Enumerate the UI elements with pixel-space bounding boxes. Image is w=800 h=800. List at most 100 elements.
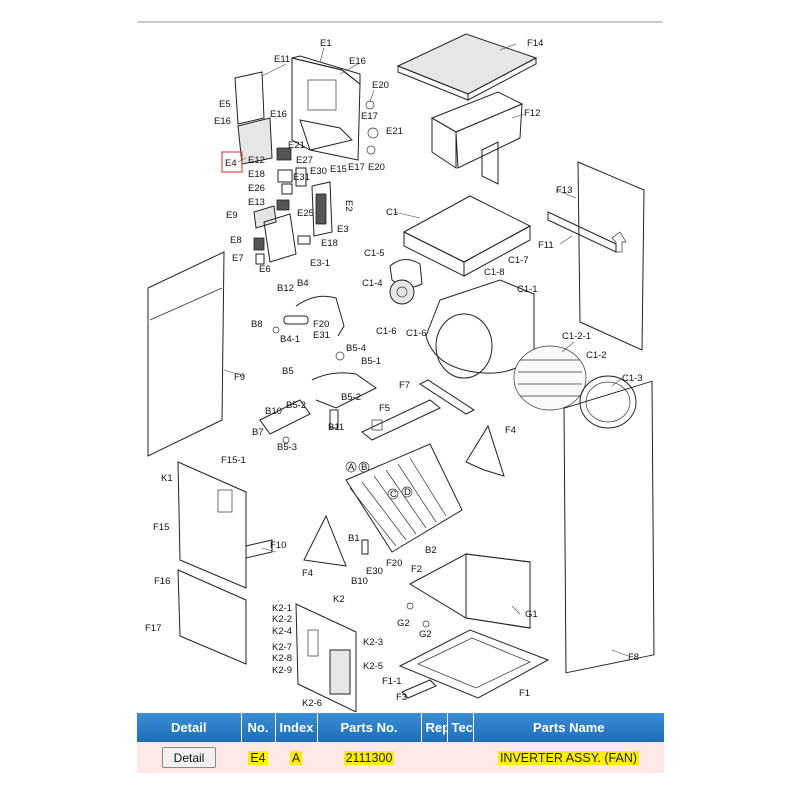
detail-button[interactable]: Detail [162,747,216,768]
label-C1-1: C1-1 [517,284,538,295]
label-F20: F20 [313,319,329,330]
label-E21: E21 [386,126,403,137]
table-row: Detail E4 A 2111300 INVERTER ASSY. (FAN) [137,742,664,773]
label-C1-2-1: C1-2-1 [562,331,591,342]
label-F1: F1 [519,688,530,699]
label-F15-1: F15-1 [221,455,246,466]
cell-parts-name: INVERTER ASSY. (FAN) [473,742,664,773]
cell-index: A [275,742,317,773]
cell-tec [447,742,473,773]
label-E25: E25 [297,208,314,219]
label-E15: E15 [330,164,347,175]
label-F16: F16 [154,576,170,587]
label-C1-8: C1-8 [484,267,505,278]
label-F8: F8 [628,652,639,663]
label-B12: B12 [277,283,294,294]
header-index[interactable]: Index [275,713,318,742]
label-F12: F12 [524,108,540,119]
cell-detail: Detail [137,742,241,773]
header-rep[interactable]: Rep [421,713,448,742]
label-K2-7: K2-7 [272,642,292,653]
label-E2: E2 [343,200,354,212]
label-E9: E9 [226,210,238,221]
header-parts-no[interactable]: Parts No. [317,713,422,742]
label-K1: K1 [161,473,173,484]
label-B5-2b: B5-2 [286,400,306,411]
label-E16c: E16 [214,116,231,127]
label-K2-3: K2-3 [363,637,383,648]
label-E18: E18 [248,169,265,180]
label-E30: E30 [310,166,327,177]
label-K2: K2 [333,594,345,605]
control-panel-k2 [295,603,357,712]
label-E6: E6 [259,264,271,275]
label-E7: E7 [232,253,244,264]
electrical-box-assembly [234,55,379,265]
label-B7: B7 [252,427,264,438]
base-assembly [398,553,550,699]
cell-no: E4 [241,742,275,773]
label-C1-6b: C1-6 [406,328,427,339]
label-B5-2: B5-2 [341,392,361,403]
label-E18b: E18 [321,238,338,249]
header-parts-name[interactable]: Parts Name [473,713,664,742]
label-B10: B10 [265,406,282,417]
parts-no-highlight: 2111300 [343,750,395,765]
drain-pan-and-supports [303,379,505,567]
label-F4: F4 [505,425,516,436]
label-C1-6: C1-6 [376,326,397,337]
exploded-parts-diagram: E1 E11 E16 E20 E5 E16 E17 E16 E21 E21 E4… [137,21,663,712]
label-F13: F13 [556,185,572,196]
label-E30b: E30 [366,566,383,577]
label-E3: E3 [337,224,349,235]
label-F9: F9 [234,372,245,383]
label-E31b: E31 [313,330,330,341]
label-B5: B5 [282,366,294,377]
header-no[interactable]: No. [241,713,276,742]
label-E27: E27 [296,155,313,166]
label-E8: E8 [230,235,242,246]
label-D: D [404,487,411,498]
header-detail[interactable]: Detail [137,713,242,742]
label-C1-3: C1-3 [622,373,643,384]
label-E26: E26 [248,183,265,194]
blower-assembly [389,195,637,429]
label-E16: E16 [349,56,366,67]
label-G2: G2 [397,618,410,629]
label-B5-3: B5-3 [277,442,297,453]
label-K2-2: K2-2 [272,614,292,625]
label-F3: F3 [396,692,407,703]
label-B4: B4 [297,278,309,289]
parts-table: Detail No. Index Parts No. Rep Tec Parts… [137,713,664,773]
label-C1: C1 [386,207,398,218]
table-header-row: Detail No. Index Parts No. Rep Tec Parts… [137,713,664,742]
header-tec[interactable]: Tec [447,713,474,742]
part-number-highlight: E4 [248,750,268,765]
label-F15: F15 [153,522,169,533]
label-G1: G1 [525,609,538,620]
label-K2-6: K2-6 [302,698,322,709]
cell-rep [421,742,447,773]
label-F20b: F20 [386,558,402,569]
label-K2-1: K2-1 [272,603,292,614]
label-E1: E1 [320,38,332,49]
label-K2-4: K2-4 [272,626,292,637]
label-E21b: E21 [288,140,305,151]
label-E3-1: E3-1 [310,258,330,269]
label-E31: E31 [293,172,310,183]
refrigerant-piping [259,295,377,444]
label-F2: F2 [411,564,422,575]
label-C: C [390,489,397,500]
label-A: A [348,462,355,473]
label-E16b: E16 [270,109,287,120]
label-K2-5: K2-5 [363,661,383,672]
part-labels: E1 E11 E16 E20 E5 E16 E17 E16 E21 E21 E4… [145,38,643,709]
label-B4-1: B4-1 [280,334,300,345]
label-K2-9: K2-9 [272,665,292,676]
label-E12: E12 [248,155,265,166]
label-B1: B1 [348,533,360,544]
right-panels [547,161,655,674]
label-B: B [361,462,367,473]
label-F17: F17 [145,623,161,634]
highlighted-part-callout [221,151,243,173]
